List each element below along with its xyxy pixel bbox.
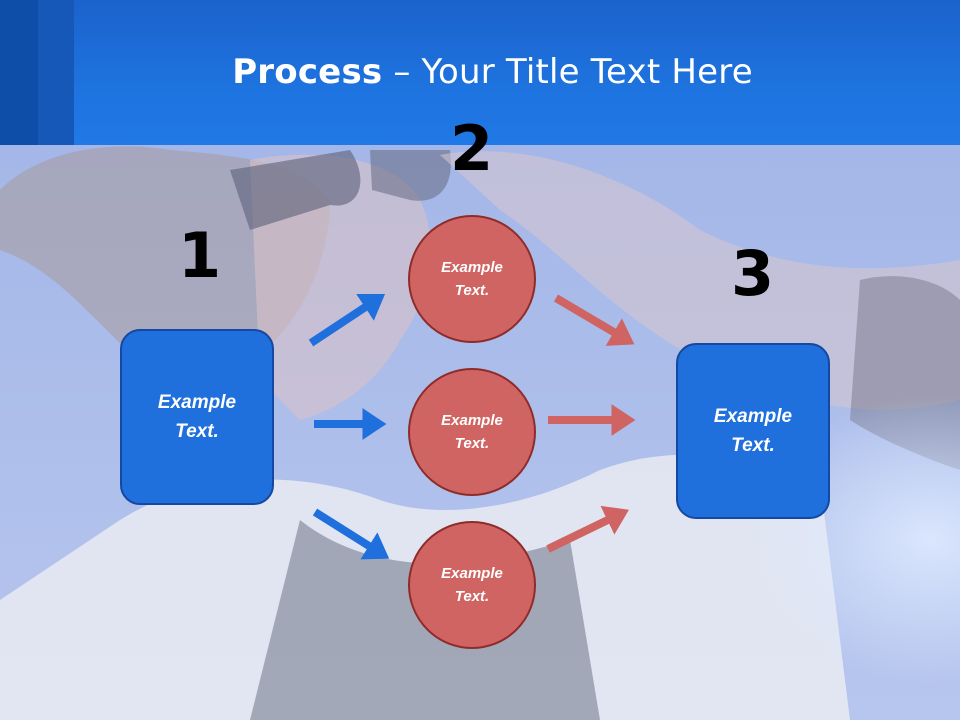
title-bold: Process: [232, 52, 383, 92]
step-3-box: Example Text.: [676, 343, 830, 519]
step-2-circle-top: Example Text.: [408, 215, 536, 343]
step-3-number: 3: [731, 237, 775, 310]
step-1-box: Example Text.: [120, 329, 274, 505]
step-1-text: Example Text.: [157, 392, 237, 442]
step-1-number: 1: [178, 219, 222, 292]
arrow-to-step2-bottom: [312, 508, 390, 560]
header-accent-strip: [0, 0, 38, 145]
arrow-from-step2-bottom: [546, 505, 629, 553]
header-accent-strip: [38, 0, 74, 145]
arrow-from-step2-top: [553, 294, 635, 346]
title-bar: [0, 0, 960, 145]
step-2-circle-top-text: Example Text.: [441, 259, 503, 299]
title-rest: – Your Title Text Here: [382, 52, 753, 92]
step-2-circle-middle-text: Example Text.: [441, 412, 503, 452]
step-3-text: Example Text.: [713, 406, 793, 456]
step-2-number: 2: [450, 112, 494, 185]
step-2-circle-bottom-text: Example Text.: [441, 565, 503, 605]
arrow-to-step2-top: [308, 293, 386, 347]
slide-title: Process – Your Title Text Here: [0, 52, 960, 92]
step-2-circle-middle: Example Text.: [408, 368, 536, 496]
step-2-circle-bottom: Example Text.: [408, 521, 536, 649]
